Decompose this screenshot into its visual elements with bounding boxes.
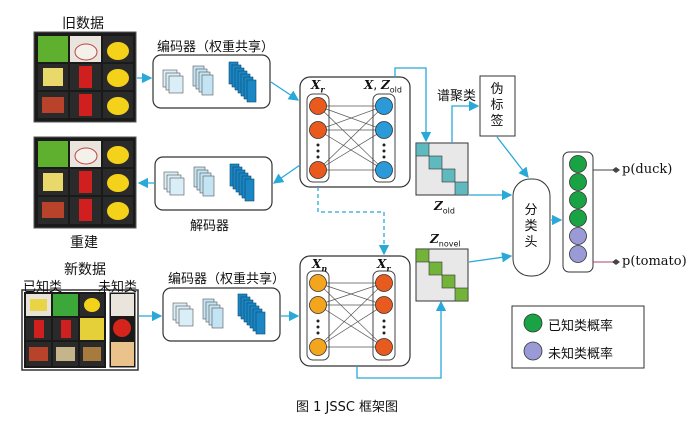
decoder-block	[154, 156, 273, 211]
bottom-network-panel	[299, 255, 411, 367]
output-duck-label: p(duck)	[622, 162, 673, 177]
xr-top-label: Xr	[311, 78, 325, 95]
legend-known-text: 已知类概率	[548, 319, 614, 334]
legend-box	[511, 305, 645, 369]
z-old-matrix	[415, 142, 469, 196]
encoder-bottom-label: 编码器（权重共享）	[168, 272, 286, 287]
xr-bottom-label: Xr	[377, 257, 391, 274]
classifier-text: 分类头	[524, 203, 538, 250]
pseudo-label-box	[479, 75, 516, 137]
encoder-top-label: 编码器（权重共享）	[157, 40, 275, 55]
new-data-image	[21, 289, 139, 371]
z-old-label: Zold	[434, 199, 455, 216]
reconstruct-title: 重建	[70, 235, 98, 251]
encoder-top-block	[152, 54, 271, 109]
reconstruction-image	[33, 136, 137, 229]
output-probabilities	[562, 151, 594, 273]
legend-unknown-text: 未知类概率	[548, 347, 614, 362]
figure-caption: 图 1 JSSC 框架图	[295, 400, 399, 415]
known-class-label: 已知类	[23, 280, 63, 295]
pseudo-label-text: 伪标签	[490, 82, 504, 129]
spectral-cluster-label: 谱聚类	[437, 89, 477, 104]
unknown-class-label: 未知类	[98, 280, 138, 295]
z-novel-label: Znovel	[430, 232, 461, 249]
decoder-label: 解码器	[190, 219, 230, 234]
classifier-head-box	[512, 178, 551, 277]
encoder-bottom-block	[162, 287, 281, 342]
old-data-image	[33, 31, 137, 123]
xn-label: Xn	[312, 257, 328, 274]
output-tomato-label: p(tomato)	[622, 254, 687, 269]
z-novel-matrix	[415, 248, 469, 302]
old-data-title: 旧数据	[62, 16, 104, 32]
top-network-panel	[299, 76, 411, 188]
xz-old-label: X, Zold	[364, 78, 402, 95]
new-data-title: 新数据	[64, 262, 106, 278]
